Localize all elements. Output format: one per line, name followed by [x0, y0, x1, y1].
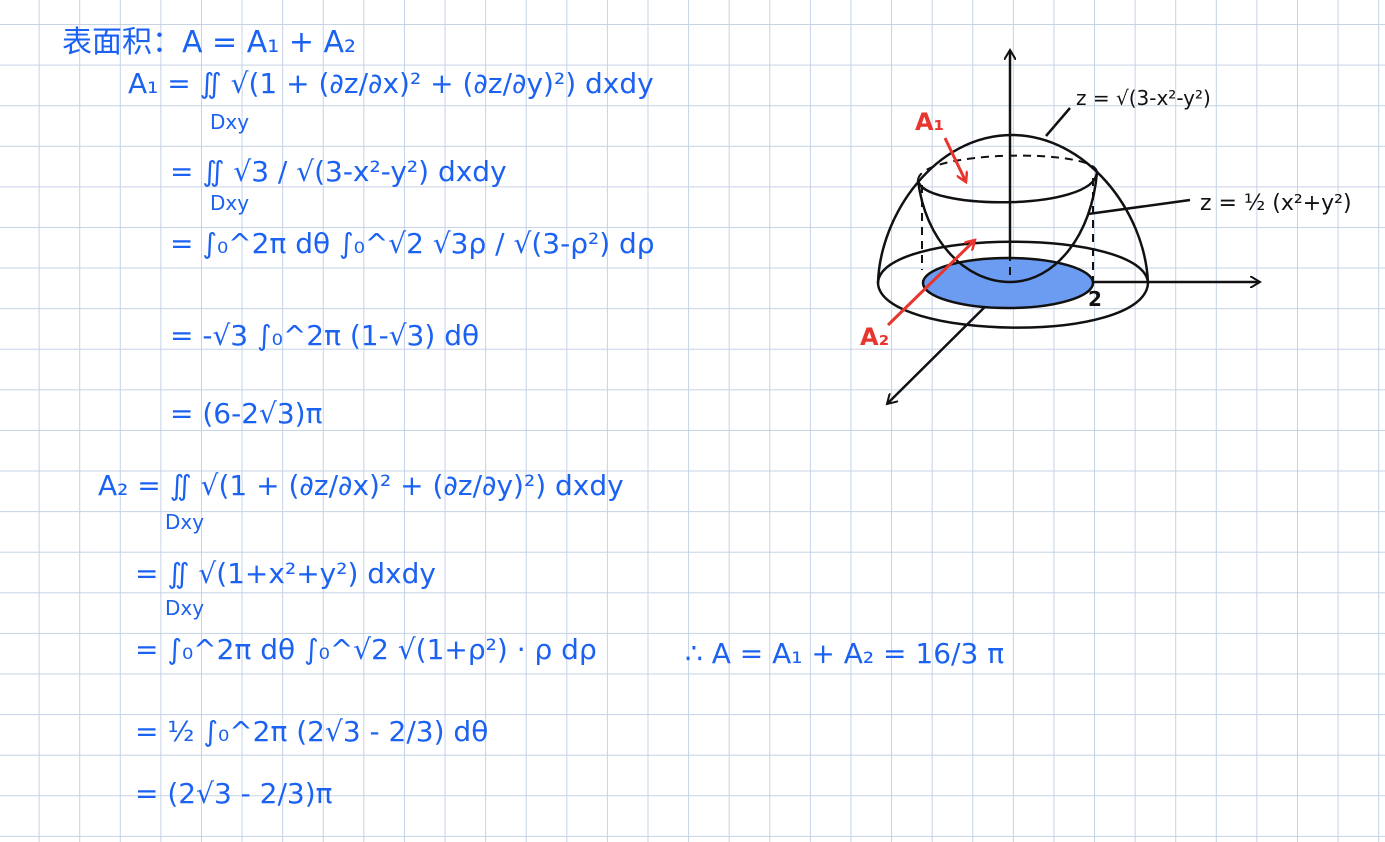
- region-a2-label: A₂: [860, 323, 889, 351]
- top-circle-back: [917, 154, 1098, 181]
- a1-step-3: = -√3 ∫₀^2π (1-√3) dθ: [170, 319, 480, 352]
- region-a1-label: A₁: [915, 108, 944, 136]
- top-circle-front: [916, 171, 1099, 204]
- a2-step-3: = ½ ∫₀^2π (2√3 - 2/3) dθ: [135, 715, 489, 748]
- sphere-outline: [876, 133, 1150, 284]
- a1-step-2: = ∫₀^2π dθ ∫₀^√2 √3ρ / √(3-ρ²) dρ: [170, 227, 655, 260]
- sphere-label: z = √(3-x²-y²): [1076, 86, 1211, 110]
- a2-domain-label: Dxy: [165, 510, 205, 534]
- radius-tick-label: 2: [1088, 287, 1102, 311]
- paraboloid-leader: [1087, 198, 1191, 216]
- a2-step-4: = (2√3 - 2/3)π: [135, 777, 333, 810]
- paraboloid-label: z = ½ (x²+y²): [1200, 191, 1352, 216]
- conclusion: ∴ A = A₁ + A₂ = 16/3 π: [685, 637, 1005, 670]
- a1-step-4: = (6-2√3)π: [170, 397, 323, 430]
- a1-domain-label: Dxy: [210, 110, 250, 134]
- a1-domain-label-2: Dxy: [210, 191, 250, 215]
- title-line: 表面积：A = A₁ + A₂: [62, 25, 357, 60]
- a2-definition: A₂ = ∬ √(1 + (∂z/∂x)² + (∂z/∂y)²) dxdy: [98, 469, 624, 502]
- sphere-base-back: [876, 240, 1150, 284]
- sphere-base-front: [876, 282, 1150, 329]
- a2-step-1: = ∬ √(1+x²+y²) dxdy: [135, 557, 436, 590]
- a2-step-2: = ∫₀^2π dθ ∫₀^√2 √(1+ρ²) · ρ dρ: [135, 633, 597, 666]
- sphere-leader: [1045, 107, 1071, 137]
- a2-domain-label-2: Dxy: [165, 596, 205, 620]
- a1-pointer-arrow: [943, 137, 966, 182]
- a2-pointer-arrow: [886, 240, 975, 327]
- a1-definition: A₁ = ∬ √(1 + (∂z/∂x)² + (∂z/∂y)²) dxdy: [128, 67, 654, 100]
- a1-step-1: = ∬ √3 / √(3-x²-y²) dxdy: [170, 155, 507, 188]
